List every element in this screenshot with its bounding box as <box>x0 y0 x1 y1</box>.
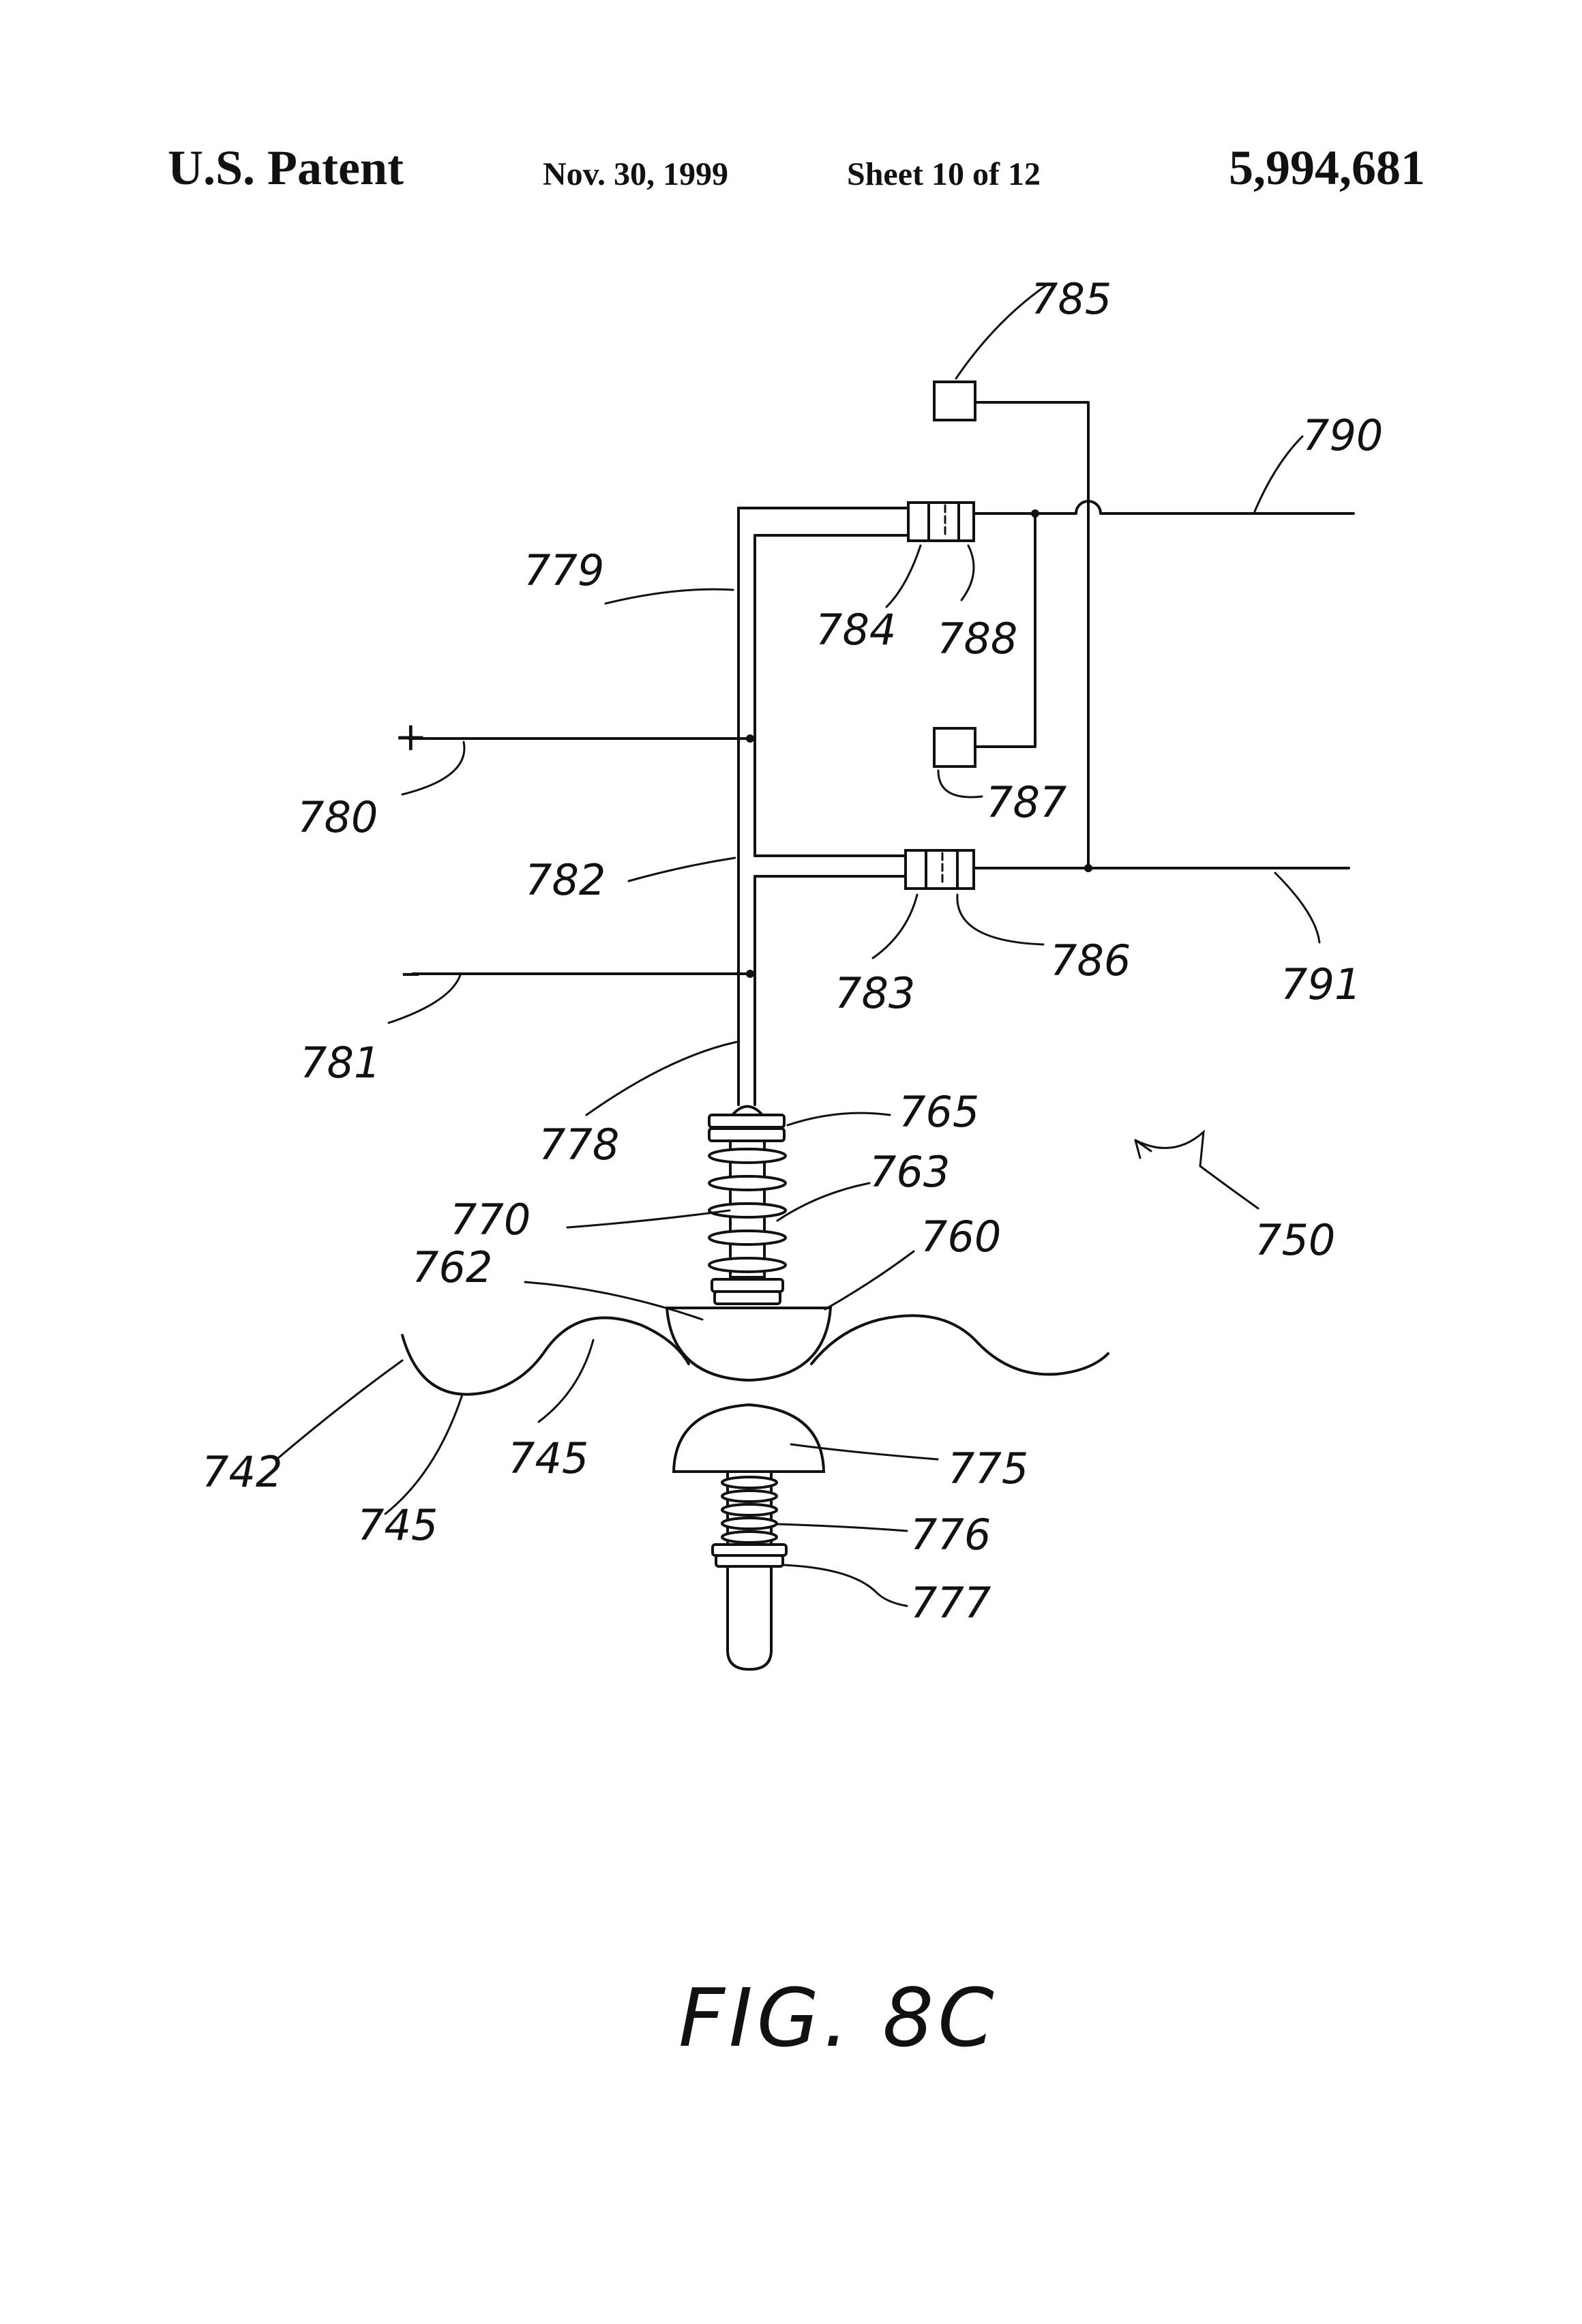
negative-junction-dot <box>746 970 754 978</box>
indicator-785-box <box>934 382 975 420</box>
label-760: 760 <box>921 1212 1001 1262</box>
switch-784 <box>908 503 974 541</box>
label-776: 776 <box>910 1510 991 1560</box>
terminal-negative-symbol: – <box>401 949 421 995</box>
label-770: 770 <box>450 1195 531 1245</box>
figure-caption: FIG. 8C <box>678 1971 998 2065</box>
label-750: 750 <box>1255 1215 1335 1265</box>
label-786: 786 <box>1050 936 1131 985</box>
label-780: 780 <box>297 792 378 842</box>
lower-plunger-assembly <box>674 1405 824 1669</box>
label-791: 791 <box>1281 959 1361 1009</box>
label-787: 787 <box>986 777 1066 827</box>
label-783: 783 <box>835 968 915 1018</box>
upper-plunger-assembly <box>667 1107 831 1381</box>
lower-rod-777 <box>728 1566 771 1669</box>
label-765: 765 <box>899 1087 979 1137</box>
terminal-positive-symbol: + <box>394 713 428 760</box>
label-745-lower: 745 <box>357 1500 438 1550</box>
label-782: 782 <box>525 855 606 905</box>
label-777: 777 <box>910 1578 991 1628</box>
label-788: 788 <box>937 614 1017 664</box>
leader-lines <box>278 285 1319 1606</box>
label-742: 742 <box>202 1447 282 1497</box>
switch-783 <box>906 850 974 889</box>
label-763: 763 <box>869 1147 950 1197</box>
label-775: 775 <box>948 1444 1028 1493</box>
contact-dome-760 <box>667 1308 831 1380</box>
label-745-upper: 745 <box>508 1433 588 1483</box>
label-762: 762 <box>412 1242 492 1292</box>
label-778: 778 <box>539 1120 619 1170</box>
spring-776 <box>722 1477 777 1543</box>
label-784: 784 <box>816 605 896 655</box>
label-781: 781 <box>300 1038 380 1088</box>
indicator-787-box <box>934 728 975 766</box>
label-779: 779 <box>524 546 604 595</box>
contact-dome-775 <box>674 1405 824 1472</box>
label-790: 790 <box>1302 411 1383 460</box>
label-785: 785 <box>1031 274 1111 324</box>
positive-junction-dot <box>746 734 754 743</box>
